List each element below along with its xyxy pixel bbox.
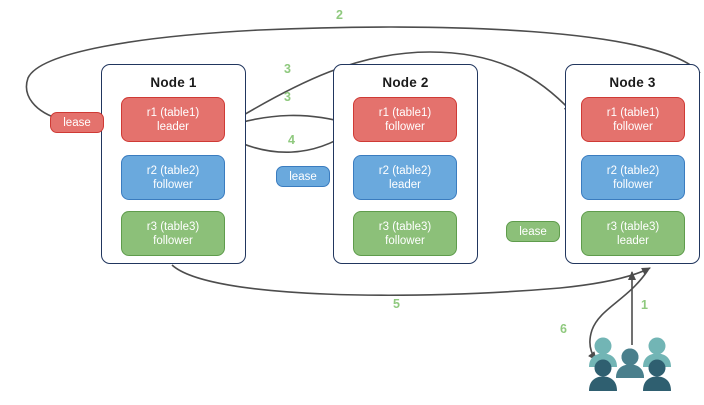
replica-name: r1 (table1)	[146, 106, 200, 119]
lease-pill-r1[interactable]: lease	[50, 112, 104, 133]
replica-role: leader	[617, 234, 649, 247]
people-group-icon	[589, 337, 671, 391]
lease-pill-r2[interactable]: lease	[276, 166, 330, 187]
node-title: Node 3	[609, 75, 656, 90]
replica-role: follower	[153, 178, 193, 191]
replica-role: follower	[613, 178, 653, 191]
replica-chip-node2-r2[interactable]: r2 (table2) leader	[353, 155, 457, 200]
step-label-3a: 3	[284, 62, 291, 76]
step-label-2: 2	[336, 8, 343, 22]
replica-chip-node1-r3[interactable]: r3 (table3) follower	[121, 211, 225, 256]
arrow-step-6	[588, 269, 649, 361]
replica-role: leader	[157, 120, 189, 133]
replica-name: r2 (table2)	[606, 164, 660, 177]
replica-chip-node1-r2[interactable]: r2 (table2) follower	[121, 155, 225, 200]
arrow-step-5	[171, 264, 651, 297]
replica-chip-node3-r1[interactable]: r1 (table1) follower	[581, 97, 685, 142]
replica-role: follower	[385, 120, 425, 133]
step-label-6: 6	[560, 322, 567, 336]
replica-chip-node3-r3[interactable]: r3 (table3) leader	[581, 211, 685, 256]
replica-role: follower	[153, 234, 193, 247]
lease-pill-r3[interactable]: lease	[506, 221, 560, 242]
replica-role: follower	[385, 234, 425, 247]
arrow-step-3-upper	[221, 51, 573, 129]
step-label-5: 5	[393, 297, 400, 311]
replica-role: follower	[613, 120, 653, 133]
node-title: Node 2	[382, 75, 429, 90]
replica-name: r2 (table2)	[146, 164, 200, 177]
replica-name: r1 (table1)	[378, 106, 432, 119]
replica-chip-node1-r1[interactable]: r1 (table1) leader	[121, 97, 225, 142]
replica-name: r3 (table3)	[146, 220, 200, 233]
step-label-4: 4	[288, 133, 295, 147]
replica-name: r3 (table3)	[606, 220, 660, 233]
node-title: Node 1	[150, 75, 197, 90]
replica-chip-node2-r1[interactable]: r1 (table1) follower	[353, 97, 457, 142]
step-label-1: 1	[641, 298, 648, 312]
arrow-step-2	[25, 26, 701, 122]
replica-chip-node3-r2[interactable]: r2 (table2) follower	[581, 155, 685, 200]
replica-role: leader	[389, 178, 421, 191]
replica-name: r3 (table3)	[378, 220, 432, 233]
replica-name: r2 (table2)	[378, 164, 432, 177]
replica-chip-node2-r3[interactable]: r3 (table3) follower	[353, 211, 457, 256]
step-label-3b: 3	[284, 90, 291, 104]
replica-name: r1 (table1)	[606, 106, 660, 119]
